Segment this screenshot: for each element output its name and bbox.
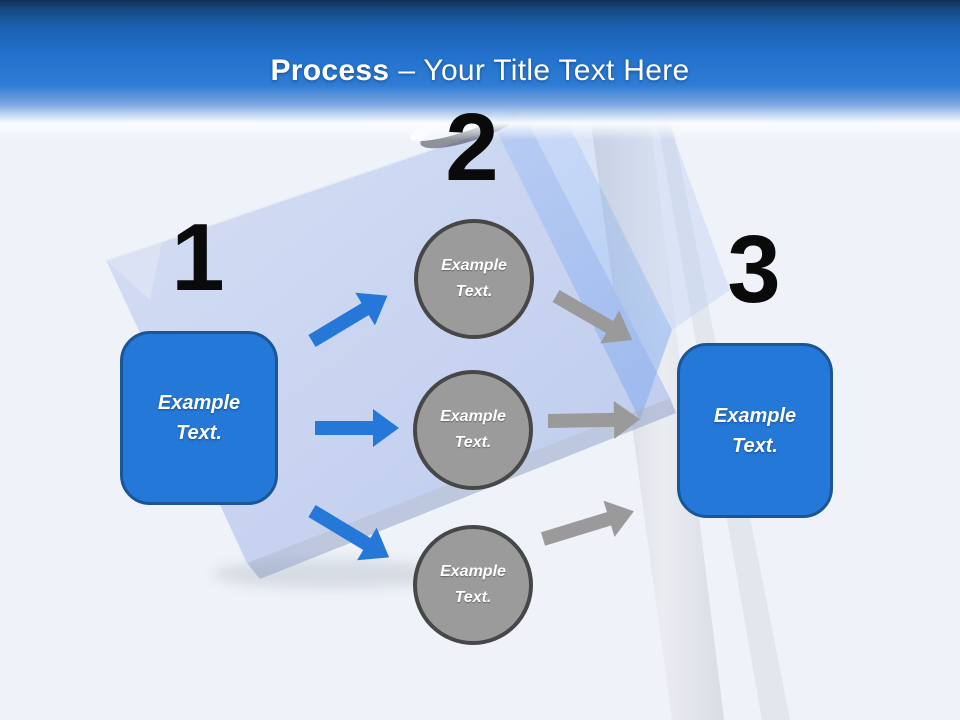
title-keyword: Process <box>270 54 390 87</box>
step2-circle-1: Example Text. <box>414 219 534 339</box>
step-number-3: 3 <box>727 216 781 323</box>
step1-box: Example Text. <box>120 331 278 505</box>
step2-circle-2-label: Example Text. <box>440 407 506 451</box>
step-number-1: 1 <box>171 204 225 311</box>
step3-box-label: Example Text. <box>713 404 797 457</box>
title-subtitle: – Your Title Text Here <box>398 54 690 87</box>
step-number-2: 2 <box>445 94 499 201</box>
slide-title: Process– Your Title Text Here <box>0 54 960 88</box>
slide-header: Process– Your Title Text Here <box>0 0 960 140</box>
step2-circle-1-label: Example Text. <box>441 256 507 300</box>
step2-circle-2: Example Text. <box>413 370 533 490</box>
step1-box-label: Example Text. <box>157 392 241 444</box>
step2-circle-3-label: Example Text. <box>440 562 506 606</box>
flag-gloss-band-2 <box>560 100 730 330</box>
flag-left-fold <box>106 242 162 300</box>
step2-circle-3: Example Text. <box>413 525 533 645</box>
step3-box: Example Text. <box>677 343 833 518</box>
